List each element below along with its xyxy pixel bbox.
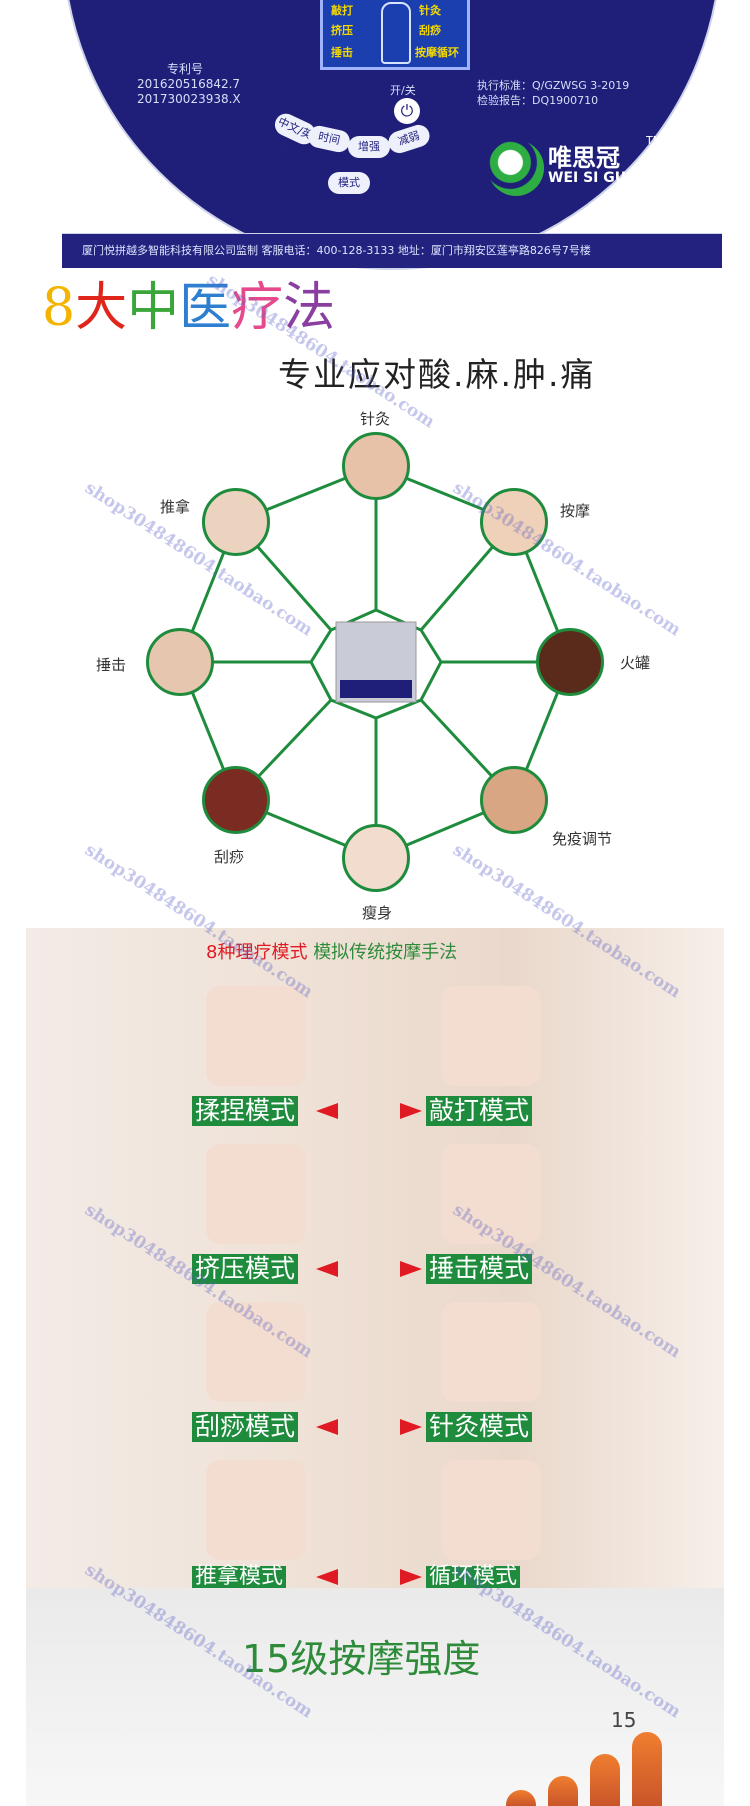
mode-image (441, 1144, 541, 1244)
arrow-left-icon (316, 1569, 338, 1585)
lcd-key: 针灸 (419, 4, 441, 17)
node-label: 瘦身 (362, 904, 393, 922)
therapy-subtitle: 专业应对酸.麻.肿.痛 (278, 355, 596, 394)
patent-info: 专利号 201620516842.7 201730023938.X (137, 62, 241, 107)
node-massage-image (480, 488, 548, 556)
node-label: 推拿 (160, 498, 191, 516)
body-figure-icon (381, 2, 411, 64)
patent-number: 201620516842.7 (137, 77, 241, 91)
mode-label: 捶击模式 (426, 1254, 533, 1284)
arrow-left-icon (316, 1261, 338, 1277)
title-char: 疗 (231, 278, 284, 338)
report-text: 检验报告：DQ1900710 (477, 94, 599, 107)
node-label: 捶击 (96, 656, 127, 674)
node-acupuncture-image (342, 432, 410, 500)
modes-heading-red: 8种理疗模式 (206, 942, 308, 963)
lcd-screen: 敲打 针灸 挤压 刮痧 捶击 按摩循环 (320, 0, 470, 70)
node-pounding-image (146, 628, 214, 696)
intensity-bar (632, 1732, 662, 1806)
modes-heading: 8种理疗模式 模拟传统按摩手法 (206, 938, 457, 964)
brand-name-cn: 唯思冠 (548, 144, 620, 172)
mode-image (206, 1302, 306, 1402)
standard-text: 执行标准：Q/GZWSG 3-2019 (477, 79, 630, 92)
brand-logo: 唯思冠 WEI SI GUAN TM (488, 134, 666, 196)
node-label: 免疫调节 (552, 830, 613, 848)
arrow-right-icon (400, 1569, 422, 1585)
node-gua-sha-image (202, 766, 270, 834)
increase-button: 增强 (348, 136, 390, 158)
modes-section: 8种理疗模式 模拟传统按摩手法 揉捏模式 敲打模式 挤压模式 捶击模式 刮痧模式… (26, 928, 724, 1588)
footer-text: 厦门悦拼越多智能科技有限公司监制 客服电话：400-128-3133 地址：厦门… (82, 244, 591, 257)
mode-image (206, 1460, 306, 1560)
patent-number: 201730023938.X (137, 92, 241, 106)
lcd-key: 敲打 (331, 4, 353, 17)
mode-image (206, 1144, 306, 1244)
node-label: 按摩 (560, 502, 591, 520)
intensity-level: 15 (611, 1708, 637, 1732)
arrow-right-icon (400, 1261, 422, 1277)
title-char: 大 (75, 278, 128, 338)
lcd-key: 挤压 (331, 24, 353, 37)
node-label: 火罐 (620, 654, 651, 672)
mode-button: 模式 (328, 172, 370, 194)
mode-label: 推拿模式 (192, 1566, 287, 1588)
intensity-bar (590, 1754, 620, 1806)
therapy-wheel: 针灸 按摩 火罐 免疫调节 瘦身 刮痧 捶击 推拿 (0, 400, 750, 930)
node-tuina-image (202, 488, 270, 556)
mode-label: 挤压模式 (192, 1254, 299, 1284)
lcd-key: 刮痧 (419, 24, 441, 37)
node-label: 针灸 (360, 410, 391, 428)
lcd-key: 捶击 (331, 46, 353, 59)
intensity-section: 15级按摩强度 15 (26, 1588, 724, 1806)
node-label: 刮痧 (214, 848, 245, 866)
arrow-left-icon (316, 1103, 338, 1119)
mode-image (441, 986, 541, 1086)
brand-name-en: WEI SI GUAN (548, 170, 649, 186)
intensity-title: 15级按摩强度 (242, 1637, 481, 1681)
device-control-panel: 敲打 针灸 挤压 刮痧 捶击 按摩循环 专利号 201620516842.7 2… (62, 0, 722, 270)
arrow-left-icon (316, 1419, 338, 1435)
mode-image (441, 1460, 541, 1560)
power-icon: ⏻ (394, 98, 420, 124)
therapy-title: 8大中医疗法 (42, 278, 335, 338)
arrow-right-icon (400, 1419, 422, 1435)
intensity-bar (506, 1790, 536, 1806)
mode-image (441, 1302, 541, 1402)
mode-label: 针灸模式 (426, 1412, 533, 1442)
power-label: 开/关 (390, 84, 416, 97)
arrow-right-icon (400, 1103, 422, 1119)
title-char: 医 (179, 278, 232, 338)
intensity-bar (548, 1776, 578, 1806)
title-char: 8 (42, 278, 76, 338)
panel-footer: 厦门悦拼越多智能科技有限公司监制 客服电话：400-128-3133 地址：厦门… (62, 233, 722, 268)
mode-label: 循环模式 (426, 1566, 521, 1588)
lcd-key: 按摩循环 (415, 46, 459, 59)
node-slimming-image (342, 824, 410, 892)
title-char: 法 (283, 278, 336, 338)
modes-heading-green: 模拟传统按摩手法 (313, 942, 458, 963)
patent-label: 专利号 (167, 62, 204, 76)
node-immunity-image (480, 766, 548, 834)
title-char: 中 (127, 278, 180, 338)
trademark-mark: TM (646, 134, 663, 147)
mode-image (206, 986, 306, 1086)
mode-label: 刮痧模式 (192, 1412, 299, 1442)
brand-swirl-icon (488, 140, 544, 196)
node-cupping-image (536, 628, 604, 696)
mode-label: 揉捏模式 (192, 1096, 299, 1126)
standard-info: 执行标准：Q/GZWSG 3-2019 检验报告：DQ1900710 (477, 78, 629, 108)
mode-label: 敲打模式 (426, 1096, 533, 1126)
